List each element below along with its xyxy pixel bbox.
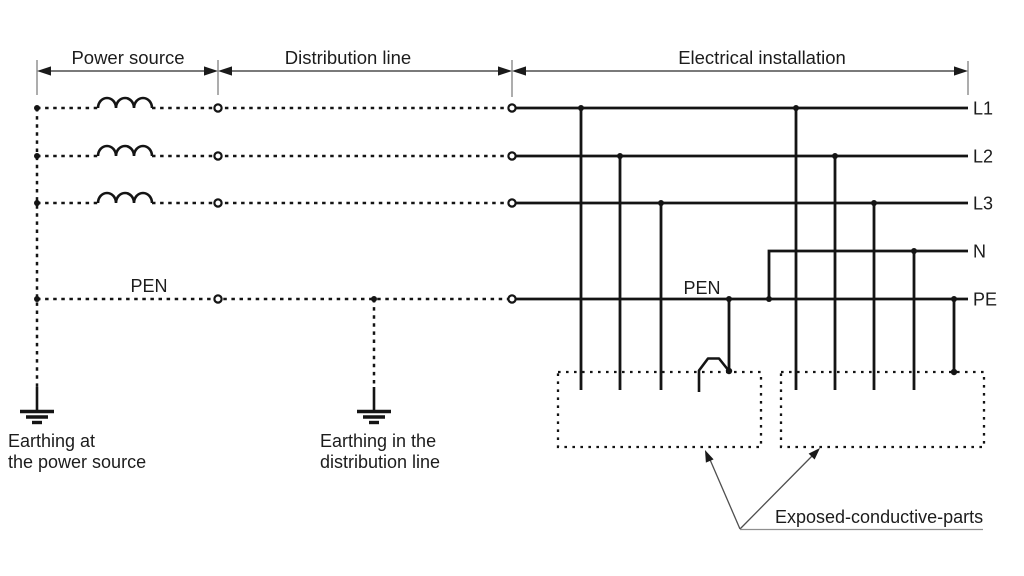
junction-dot: [34, 105, 40, 111]
junction-dot: [911, 248, 917, 254]
dimension-arrowhead: [218, 66, 232, 76]
l2-conductor: L2: [37, 144, 993, 167]
junction-dot: [766, 296, 772, 302]
earthing-distribution-caption-line2: distribution line: [320, 452, 440, 472]
junction-dot: [832, 153, 838, 159]
exposed-parts-box-left: [556, 370, 763, 449]
junction-dot: [578, 105, 584, 111]
exposed-parts-label: Exposed-conductive-parts: [775, 507, 983, 527]
junction-dot: [793, 105, 799, 111]
junction-dot: [34, 153, 40, 159]
earth-ground-symbol: [20, 387, 54, 425]
power-source-section-label: Power source: [71, 47, 184, 68]
electrical-installation-section-label: Electrical installation: [678, 47, 846, 68]
installation-drops: [578, 105, 958, 392]
l3-source-winding-coil: [96, 191, 154, 204]
terminal-circle: [507, 294, 517, 304]
leader-line-left: [707, 454, 741, 530]
l2-label: L2: [973, 147, 993, 167]
pe-label: PE: [973, 290, 997, 310]
pen-installation-label: PEN: [683, 278, 720, 298]
dimension-arrowhead: [954, 66, 968, 76]
distribution-earthing: Earthing in the distribution line: [320, 296, 440, 472]
exposed-parts-box-right: [779, 370, 986, 449]
l3-label: L3: [973, 194, 993, 214]
leader-arrowhead: [808, 448, 820, 460]
leader-line-right: [739, 451, 817, 530]
dimension-row: Power source Distribution line Electrica…: [36, 47, 969, 97]
dimension-arrowhead: [498, 66, 512, 76]
exposed-conductive-parts: Exposed-conductive-parts: [556, 370, 986, 531]
junction-dot: [951, 296, 957, 302]
source-earthing: Earthing at the power source: [8, 105, 146, 472]
dimension-arrowhead: [512, 66, 526, 76]
earthing-power-source-caption-line1: Earthing at: [8, 431, 95, 451]
terminal-circle: [507, 198, 517, 208]
junction-dot: [34, 296, 40, 302]
earth-ground-symbol: [357, 387, 391, 425]
terminal-circle: [507, 151, 517, 161]
terminal-circle: [213, 151, 223, 161]
dimension-arrowhead: [204, 66, 218, 76]
earthing-distribution-caption-line1: Earthing in the: [320, 431, 436, 451]
l2-source-winding-coil: [96, 144, 154, 157]
n-conductor: N: [767, 242, 986, 299]
leader-arrowhead: [705, 450, 714, 463]
l1-conductor: L1: [37, 96, 993, 119]
pen-pe-conductor: PEN PEN PE: [37, 276, 997, 310]
junction-dot: [871, 200, 877, 206]
pen-source-label: PEN: [130, 276, 167, 296]
n-pickup-and-line: [767, 249, 968, 299]
l1-source-winding-coil: [96, 96, 154, 109]
junction-dot: [617, 153, 623, 159]
junction-dot: [950, 368, 958, 376]
terminal-circles: [213, 103, 517, 304]
pe-left-load-jumper-hook: [697, 357, 731, 392]
n-label: N: [973, 242, 986, 262]
terminal-circle: [213, 103, 223, 113]
terminal-circle: [213, 294, 223, 304]
distribution-line-section-label: Distribution line: [285, 47, 411, 68]
l3-conductor: L3: [37, 191, 993, 214]
junction-dot: [658, 200, 664, 206]
terminal-circle: [507, 103, 517, 113]
terminal-circle: [213, 198, 223, 208]
junction-dot: [34, 200, 40, 206]
l1-label: L1: [973, 99, 993, 119]
earthing-power-source-caption-line2: the power source: [8, 452, 146, 472]
junction-dot: [371, 296, 377, 302]
junction-dot: [726, 296, 732, 302]
dimension-arrowhead: [37, 66, 51, 76]
